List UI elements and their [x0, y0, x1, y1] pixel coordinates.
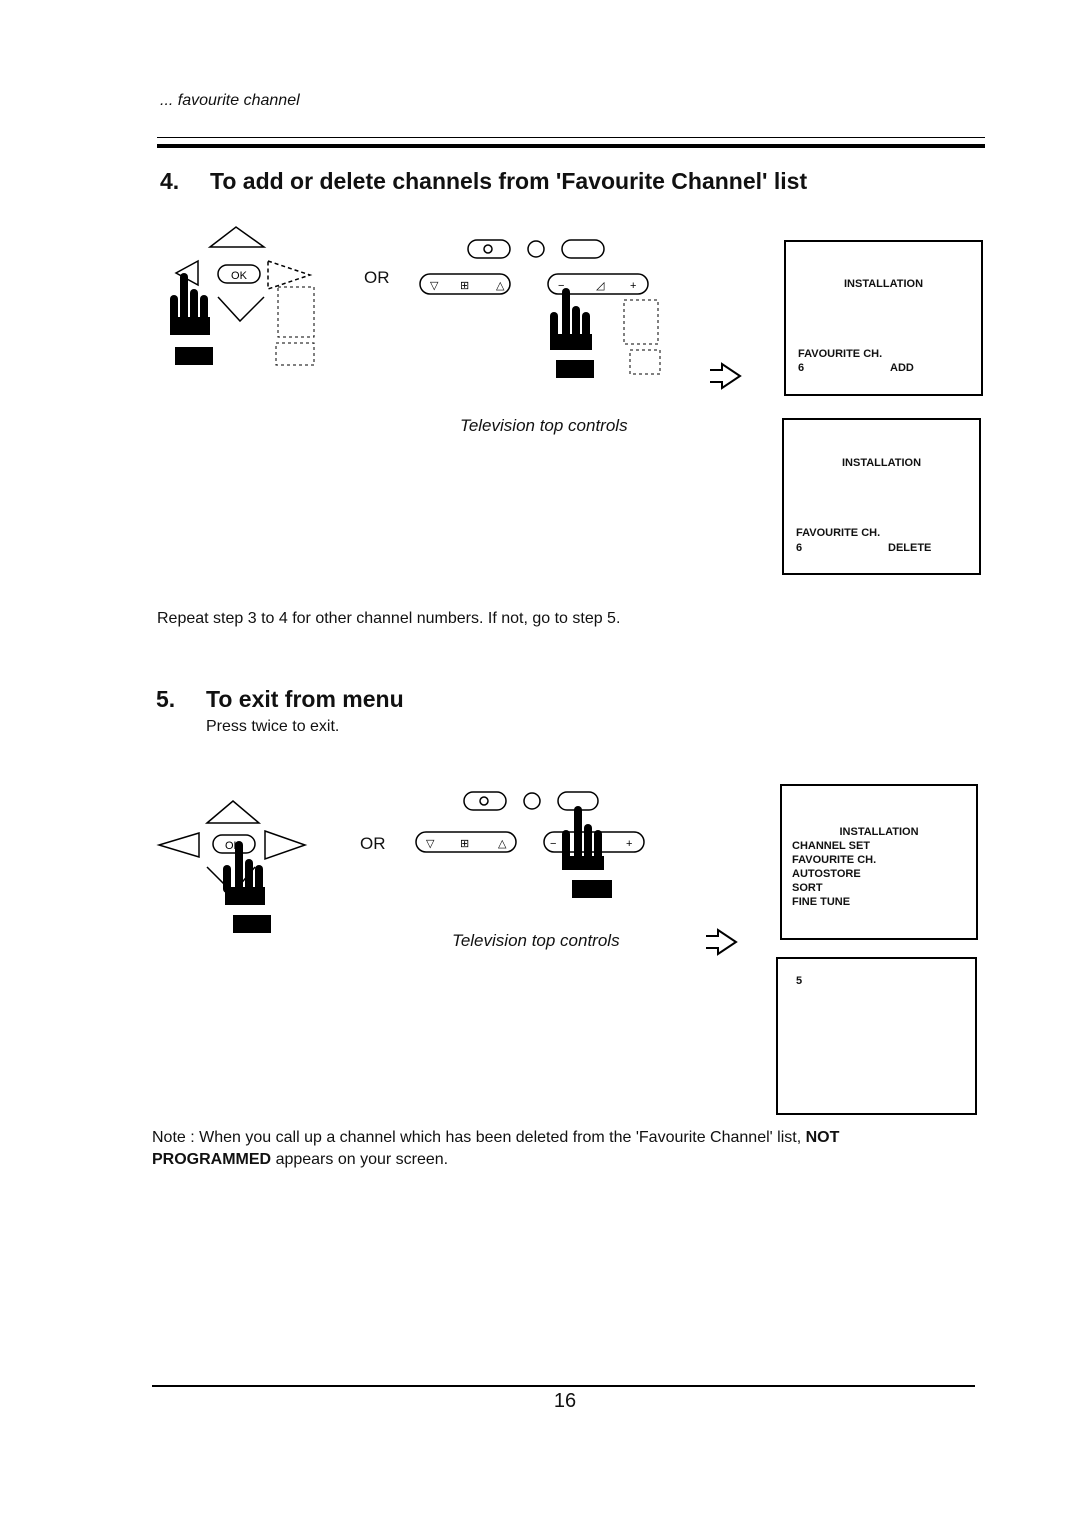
- screen-channel-number: 6: [798, 362, 805, 374]
- svg-text:⊞: ⊞: [460, 280, 469, 292]
- step4-caption: Television top controls: [460, 416, 628, 435]
- screen-title: INSTALLATION: [843, 278, 924, 290]
- menu-item-autostore: AUTOSTORE: [792, 868, 861, 880]
- step5-caption: Television top controls: [452, 931, 620, 950]
- step4-title: To add or delete channels from 'Favourit…: [210, 168, 808, 194]
- power-button-icon: [467, 239, 511, 259]
- up-arrow-icon: [207, 226, 267, 248]
- right-arrow-icon: [264, 829, 308, 861]
- down-arrow-icon: [217, 296, 265, 323]
- note-paragraph: Note : When you call up a channel which …: [152, 1127, 992, 1171]
- hand-icon: [562, 806, 612, 898]
- hand-icon: [550, 288, 594, 378]
- step5-remote-dpad-illustration: OK: [156, 800, 308, 933]
- footer-rule: [152, 1385, 975, 1387]
- header-rule-thick: [157, 144, 985, 148]
- dashed-hand-icon: [275, 286, 315, 366]
- menu-item-favourite-ch: FAVOURITE CH.: [792, 854, 877, 866]
- step5-tv-controls-illustration: ▽ ⊞ △ − +: [415, 791, 645, 898]
- tv-screen-delete: INSTALLATION FAVOURITE CH. 6 DELETE: [782, 418, 981, 575]
- arrow-right-icon: [706, 928, 738, 956]
- right-arrow-icon: [267, 259, 313, 291]
- screen-title: INSTALLATION: [839, 826, 919, 838]
- program-rocker-icon: [419, 273, 511, 295]
- note-bold-programmed: PROGRAMMED: [152, 1151, 272, 1168]
- menu-item-channel-set: CHANNEL SET: [792, 840, 871, 852]
- svg-text:−: −: [558, 280, 564, 292]
- menu-button-icon: [527, 240, 545, 258]
- note-bold-not: NOT: [805, 1129, 840, 1146]
- svg-text:▽: ▽: [426, 838, 435, 850]
- menu-button-icon: [523, 792, 541, 810]
- svg-text:◿: ◿: [596, 280, 605, 292]
- step4-heading: 4. To add or delete channels from 'Favour…: [160, 168, 807, 195]
- tv-screen-channel: 5: [776, 957, 977, 1115]
- hand-icon: [223, 841, 271, 933]
- step4-or-label: OR: [364, 268, 390, 287]
- menu-item-sort: SORT: [792, 882, 823, 894]
- breadcrumb: ... favourite channel: [160, 92, 300, 109]
- menu-item-fine-tune: FINE TUNE: [792, 896, 851, 908]
- svg-text:+: +: [626, 838, 632, 850]
- dashed-hand-icon: [623, 299, 661, 375]
- svg-text:△: △: [496, 280, 505, 292]
- screen-channel-number: 5: [796, 975, 803, 987]
- step4-number: 4.: [160, 168, 180, 194]
- screen-line1: FAVOURITE CH.: [798, 348, 883, 360]
- svg-text:−: −: [550, 838, 556, 850]
- screen-action: DELETE: [888, 542, 932, 554]
- hand-icon: [170, 273, 213, 365]
- tv-screen-add: INSTALLATION FAVOURITE CH. 6 ADD: [784, 240, 983, 396]
- step4-remote-dpad-illustration: OK: [170, 226, 315, 366]
- up-arrow-icon: [204, 800, 262, 824]
- screen-title: INSTALLATION: [841, 457, 922, 469]
- page-number: 16: [553, 1390, 577, 1412]
- screen-line1: FAVOURITE CH.: [796, 527, 881, 539]
- header-rule-thin: [157, 137, 985, 138]
- svg-text:△: △: [498, 838, 507, 850]
- repeat-instruction: Repeat step 3 to 4 for other channel num…: [157, 610, 621, 627]
- screen-channel-number: 6: [796, 542, 803, 554]
- left-arrow-icon: [156, 831, 200, 859]
- volume-rocker-icon: [547, 273, 649, 295]
- step4-tv-controls-illustration: ▽ ⊞ △ − ◿ +: [419, 239, 661, 378]
- step5-subtitle: Press twice to exit.: [206, 718, 340, 735]
- power-button-icon: [463, 791, 507, 811]
- program-rocker-icon: [415, 831, 517, 853]
- svg-text:+: +: [630, 280, 636, 292]
- note-prefix: Note : When you call up a channel which …: [152, 1129, 802, 1146]
- step5-title: To exit from menu: [206, 686, 404, 712]
- step5-number: 5.: [156, 686, 176, 712]
- screen-action: ADD: [890, 362, 914, 374]
- arrow-right-icon: [710, 362, 742, 390]
- step5-or-label: OR: [360, 834, 386, 853]
- note-suffix: appears on your screen.: [275, 1151, 449, 1168]
- svg-text:⊞: ⊞: [460, 838, 469, 850]
- ok-button-label: OK: [231, 270, 248, 282]
- input-button-icon: [561, 239, 605, 259]
- tv-screen-menu: INSTALLATION CHANNEL SET FAVOURITE CH. A…: [780, 784, 978, 940]
- svg-text:▽: ▽: [430, 280, 439, 292]
- step5-heading: 5. To exit from menu: [156, 686, 404, 713]
